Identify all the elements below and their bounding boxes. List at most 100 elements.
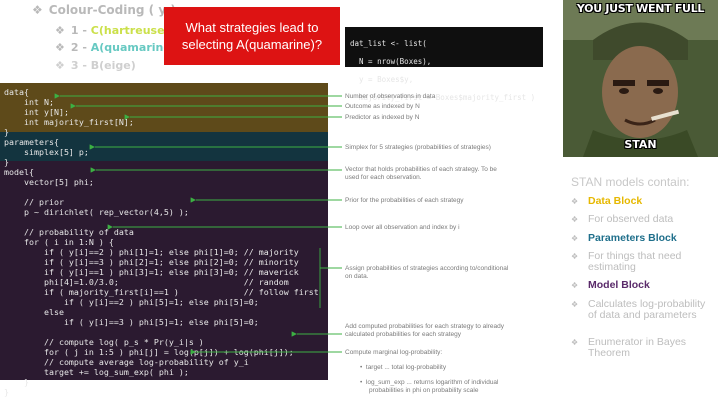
meme-top-text: YOU JUST WENT FULL — [576, 2, 705, 15]
stan-code-panel: data{ int N; int y[N]; int majority_firs… — [0, 83, 328, 397]
stan-list-item-text: For observed data — [588, 213, 674, 225]
code-line: if ( y[i]==1 ) phi[3]=1; else phi[3]=0; … — [4, 267, 299, 277]
colour-item-name: C(hartreuse) — [90, 24, 170, 37]
annotation-prior: Prior for the probabilities of each stra… — [345, 197, 464, 204]
code-line: } — [4, 127, 9, 137]
annotation-line: used for each observation. — [345, 174, 422, 181]
annotation-line: log_sum_exp ... returns logarithm of ind… — [365, 379, 499, 386]
diamond-bullet-icon: ❖ — [571, 338, 579, 347]
r-code-line: majority_first = Boxes$majority_first ) — [350, 93, 536, 102]
annotation-line: target ... total log-probability — [365, 364, 447, 371]
code-line: model{ — [4, 167, 34, 177]
colour-item-name: A(quamarine) — [90, 41, 176, 54]
colour-item-3: ❖ 3 - B(eige) — [55, 59, 136, 72]
annotation-add: Add computed probabilities for each stra… — [345, 323, 504, 339]
r-code-box: dat_list <- list( N = nrow(Boxes), y = B… — [345, 27, 543, 102]
code-line: // prior — [4, 197, 64, 207]
stan-list-item: ❖ Enumerator in Bayes Theorem — [571, 337, 716, 359]
annotation-line: on data. — [345, 273, 369, 280]
code-line: if ( majority_first[i]==1 ) // follow fi… — [4, 287, 319, 297]
diamond-bullet-icon: ❖ — [571, 197, 579, 206]
small-bullet: • — [360, 364, 366, 371]
colour-item-name: B(eige) — [90, 59, 136, 72]
code-line: } — [4, 157, 9, 167]
code-line: int N; — [4, 97, 54, 107]
annotation-line: Vector that holds probabilities of each … — [345, 166, 497, 173]
stan-list-item: ❖ For observed data — [571, 214, 716, 225]
colour-item-1: ❖ 1 - C(hartreuse) — [55, 24, 170, 37]
stan-list-item-text: Enumerator in Bayes Theorem — [588, 336, 687, 359]
parameters-block-band — [0, 132, 328, 161]
colour-coding-heading: ❖ Colour-Coding ( y ): — [32, 3, 181, 17]
annotation-line: Assign probabilities of strategies accor… — [345, 265, 509, 272]
meme-bottom-text: STAN — [624, 138, 657, 151]
code-line: p ~ dirichlet( rep_vector(4,5) ); — [4, 207, 189, 217]
stan-list-item: ❖ Model Block — [571, 280, 716, 291]
code-line: for ( i in 1:N ) { — [4, 237, 114, 247]
code-line: if ( y[i]==2 ) phi[5]=1; else phi[5]=0; — [4, 297, 259, 307]
stan-list-item-text: Calculates log-probability of data and p… — [588, 298, 706, 321]
code-line: // compute log( p_s * Pr(y_i|s ) — [4, 337, 204, 347]
annotation-lse-note: • log_sum_exp ... returns logarithm of i… — [360, 379, 499, 395]
stan-list-item-text: For things that need estimating — [588, 250, 682, 273]
annotation-line: calculated probabilities for each strate… — [345, 331, 461, 338]
code-line: // probability of data — [4, 227, 134, 237]
code-line: if ( y[i]==2 ) phi[1]=1; else phi[1]=0; … — [4, 247, 299, 257]
code-line: if ( y[i]==3 ) phi[2]=1; else phi[2]=0; … — [4, 257, 299, 267]
diamond-bullet-icon: ❖ — [32, 3, 43, 17]
code-line: else — [4, 307, 64, 317]
code-line: target += log_sum_exp( phi ); — [4, 367, 189, 377]
diamond-bullet-icon: ❖ — [571, 281, 579, 290]
code-line: vector[5] phi; — [4, 177, 94, 187]
code-line: // compute average log-probability of y_… — [4, 357, 249, 367]
stan-list-title: STAN models contain: — [571, 175, 690, 189]
annotation-simplex: Simplex for 5 strategies (probabilities … — [345, 144, 491, 151]
annotation-assign: Assign probabilities of strategies accor… — [345, 265, 508, 281]
code-line: parameters{ — [4, 137, 59, 147]
small-bullet: • — [360, 379, 366, 386]
stan-list-item-text: Parameters Block — [588, 232, 677, 244]
stan-list-item: ❖ Parameters Block — [571, 233, 716, 244]
stan-list-item-text: Data Block — [588, 195, 643, 207]
diamond-bullet-icon: ❖ — [55, 41, 65, 54]
stan-list-item: ❖ Data Block — [571, 196, 716, 207]
annotation-line: probabilities in phi on probability scal… — [369, 387, 479, 394]
colour-item-num: 1 - — [70, 24, 91, 37]
diamond-bullet-icon: ❖ — [571, 234, 579, 243]
annotation-outcome: Outcome as indexed by N — [345, 103, 420, 110]
diamond-bullet-icon: ❖ — [571, 252, 579, 261]
code-line: int majority_first[N]; — [4, 117, 134, 127]
code-line: int y[N]; — [4, 107, 69, 117]
meme-image: YOU JUST WENT FULL STAN — [563, 0, 718, 157]
annotation-target-note: • target ... total log-probability — [360, 364, 446, 372]
diamond-bullet-icon: ❖ — [571, 300, 579, 309]
stan-list-item: ❖ For things that need estimating — [571, 251, 716, 273]
soldier-portrait — [563, 0, 718, 157]
annotation-loop: Loop over all observation and index by i — [345, 224, 460, 231]
r-code-line: dat_list <- list( — [350, 39, 427, 48]
diamond-bullet-icon: ❖ — [55, 59, 65, 72]
annotation-line: Add computed probabilities for each stra… — [345, 323, 504, 330]
code-line: if ( y[i]==3 ) phi[5]=1; else phi[5]=0; — [4, 317, 259, 327]
code-line: data{ — [4, 87, 29, 97]
diamond-bullet-icon: ❖ — [55, 24, 65, 37]
colour-item-2: ❖ 2 - A(quamarine) — [55, 41, 176, 54]
colour-item-num: 3 - — [70, 59, 91, 72]
annotation-vector: Vector that holds probabilities of each … — [345, 166, 497, 182]
code-line: phi[4]=1.0/3.0; // random — [4, 277, 289, 287]
annotation-predictor: Predictor as indexed by N — [345, 114, 420, 121]
annotation-marginal: Compute marginal log-probability: — [345, 349, 443, 356]
colour-item-num: 2 - — [70, 41, 91, 54]
diamond-bullet-icon: ❖ — [571, 215, 579, 224]
question-text: What strategies lead to selecting A(quam… — [181, 20, 323, 52]
data-block-band — [0, 83, 328, 132]
annotation-n-obs: Number of observations in data — [345, 93, 436, 100]
code-line: simplex[5] p; — [4, 147, 89, 157]
r-code-line: y = Boxes$y, — [350, 75, 414, 84]
colour-coding-label: Colour-Coding ( y ): — [48, 3, 181, 17]
stan-list-item: ❖ Calculates log-probability of data and … — [571, 299, 716, 321]
stan-list-item-text: Model Block — [588, 279, 650, 291]
r-code-line: N = nrow(Boxes), — [350, 57, 432, 66]
code-line: } — [4, 387, 9, 397]
